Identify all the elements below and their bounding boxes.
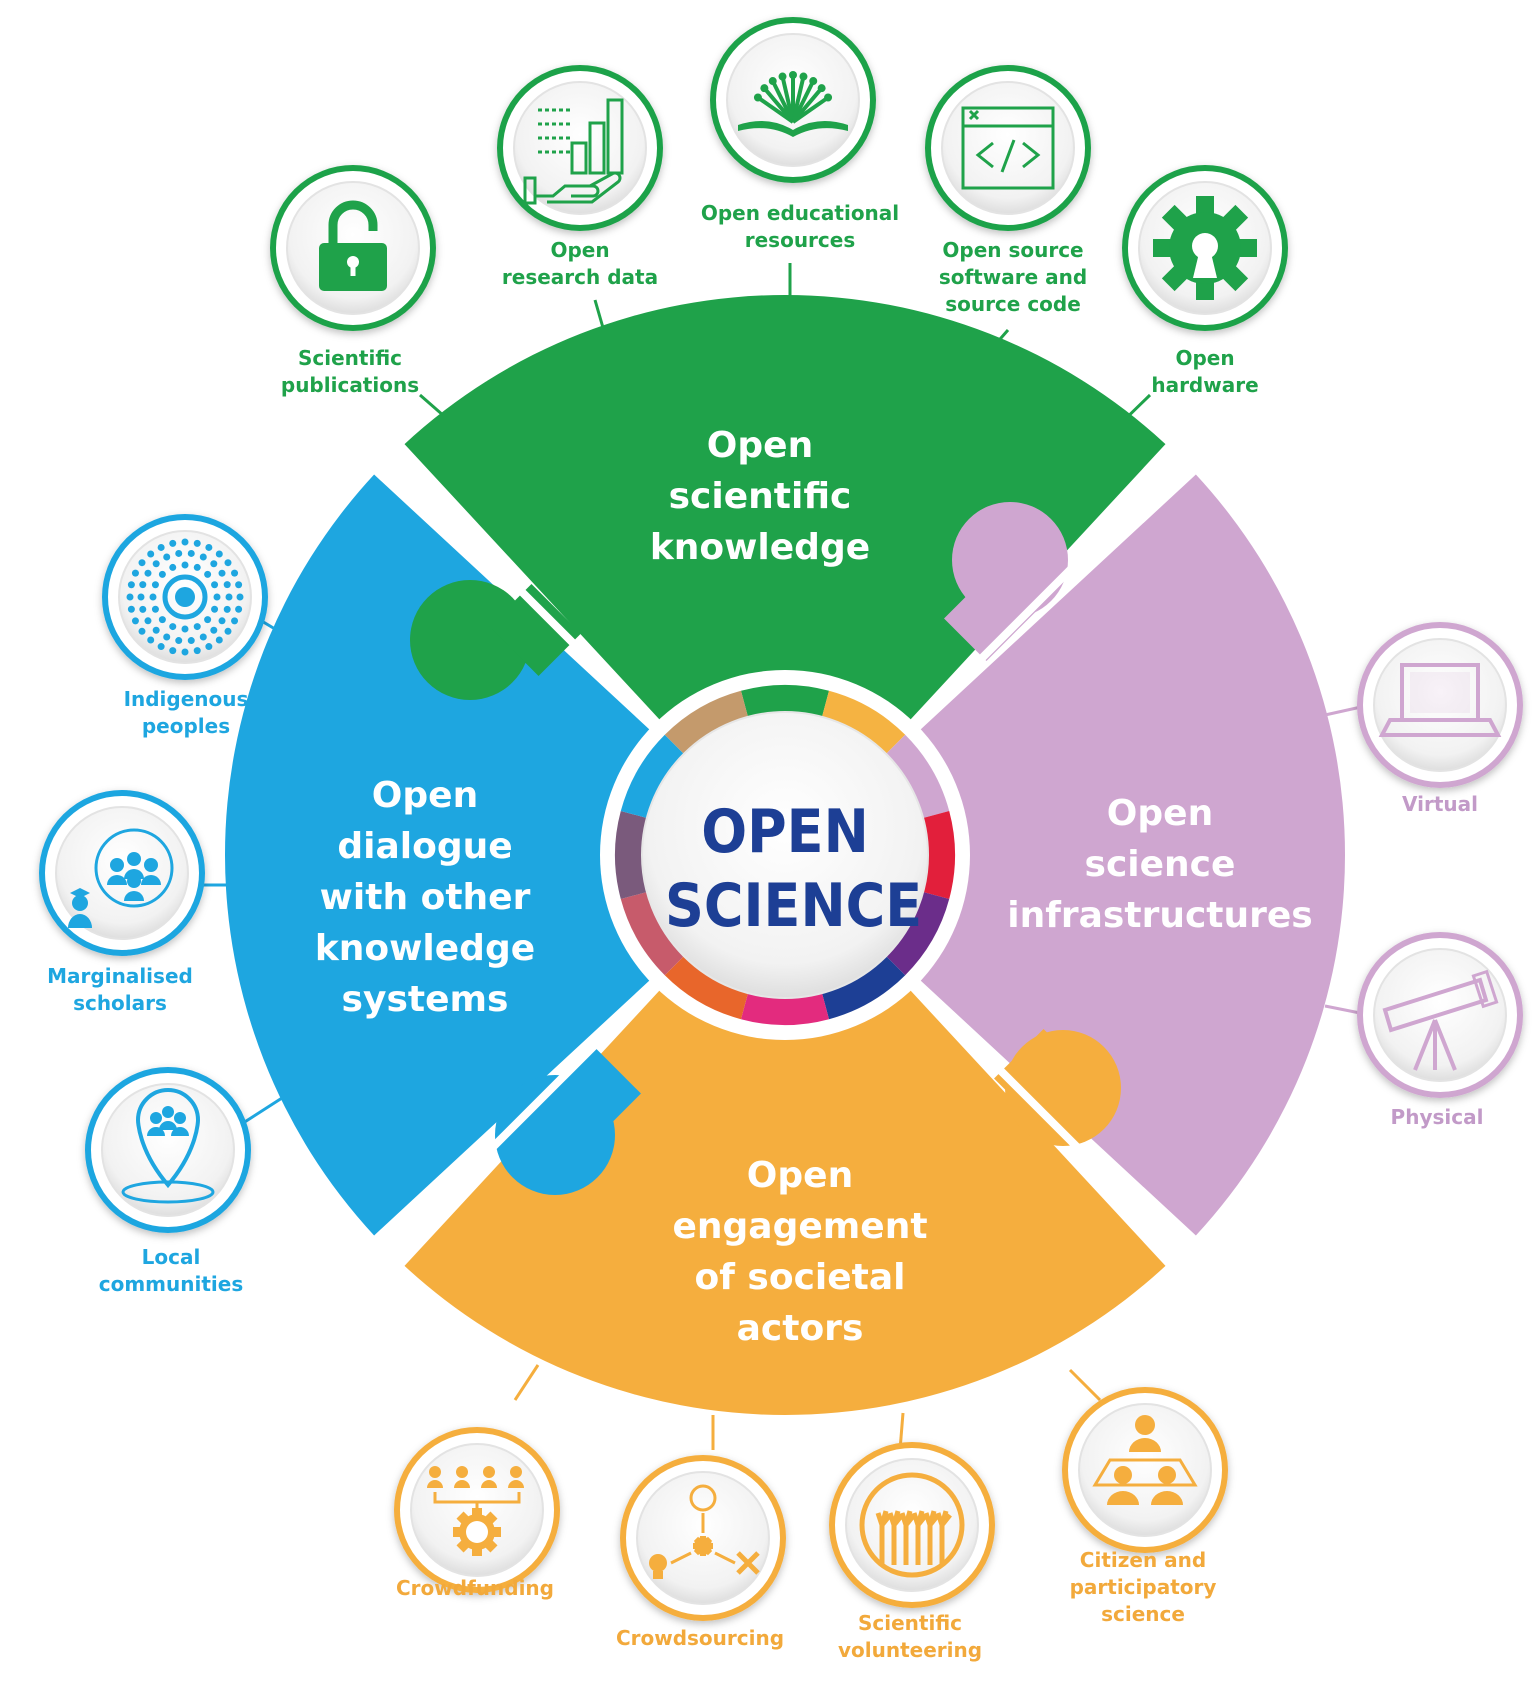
ring-segment	[886, 892, 950, 976]
pillar-label-engagement: Open engagement of societal actors	[672, 1155, 928, 1349]
purple-knob-neck	[944, 569, 1036, 661]
ring-segment	[664, 690, 748, 754]
ring-segment	[822, 956, 906, 1020]
ring-segment	[923, 811, 956, 899]
code-window-icon	[925, 65, 1091, 231]
quadrant-separator	[910, 452, 1188, 730]
crowdfunding-icon	[394, 1427, 560, 1593]
center-title: OPEN SCIENCE	[665, 795, 923, 943]
purple-item-label: Physical	[1390, 1105, 1484, 1129]
open-book-icon	[710, 17, 876, 183]
quadrant-separator	[382, 452, 660, 730]
pillar-label-knowledge: Open scientific knowledge	[649, 425, 871, 568]
pillar-label-infrastructures: Open science infrastructures	[1007, 793, 1313, 936]
ring-segment	[620, 734, 684, 818]
green-item-label: Open educational resources	[700, 201, 900, 252]
dot-circle-pattern-icon	[102, 514, 268, 680]
quadrant-separator	[910, 980, 1188, 1258]
green-item-label: Open hardware	[1151, 346, 1259, 397]
ring-segment	[741, 993, 829, 1025]
center-title-line2: SCIENCE	[665, 871, 923, 941]
blue-item-label: Marginalised scholars	[47, 964, 193, 1015]
blue-item-label: Local communities	[98, 1245, 244, 1296]
pillar-label-dialogue: Open dialogue with other knowledge syste…	[314, 775, 536, 1020]
center-title-line1: OPEN	[701, 797, 869, 867]
ring-segment	[886, 734, 950, 818]
orange-item-label: Scientific volunteering	[837, 1611, 983, 1662]
orange-knob-neck	[994, 1029, 1086, 1121]
ring-segment	[664, 956, 748, 1020]
quadrant-separator	[382, 980, 660, 1258]
green-knob-neck	[489, 584, 581, 676]
blue-item-label: Indigenous peoples	[123, 687, 249, 738]
purple-item-label: Virtual	[1402, 792, 1478, 816]
data-chart-hand-icon	[497, 65, 663, 231]
green-knob	[410, 580, 530, 700]
ring-segment	[822, 690, 906, 754]
ring-segment	[615, 811, 647, 899]
gear-icon	[1122, 165, 1288, 331]
telescope-icon	[1357, 932, 1523, 1098]
ring-segment	[741, 685, 829, 717]
raised-hands-icon	[829, 1442, 995, 1608]
orange-item-label: Citizen and participatory science	[1069, 1548, 1217, 1626]
orange-item-label: Crowdfunding	[396, 1576, 554, 1600]
green-item-label: Open source software and source code	[938, 238, 1088, 316]
scholars-group-icon	[39, 790, 205, 956]
green-item-label: Scientific publications	[280, 346, 420, 397]
orange-item-label: Crowdsourcing	[615, 1626, 785, 1650]
meeting-icon	[1062, 1387, 1228, 1553]
center-color-ring	[615, 685, 956, 1025]
crowdsourcing-icon	[620, 1455, 786, 1621]
center-circle	[641, 711, 929, 999]
unlocked-padlock-icon	[270, 165, 436, 331]
icon-circles	[39, 17, 1523, 1621]
puzzle-pieces	[224, 294, 1345, 1415]
ring-segment	[620, 892, 684, 976]
laptop-icon	[1357, 622, 1523, 788]
green-item-label: Open research data	[501, 238, 659, 289]
community-pin-icon	[85, 1067, 251, 1233]
